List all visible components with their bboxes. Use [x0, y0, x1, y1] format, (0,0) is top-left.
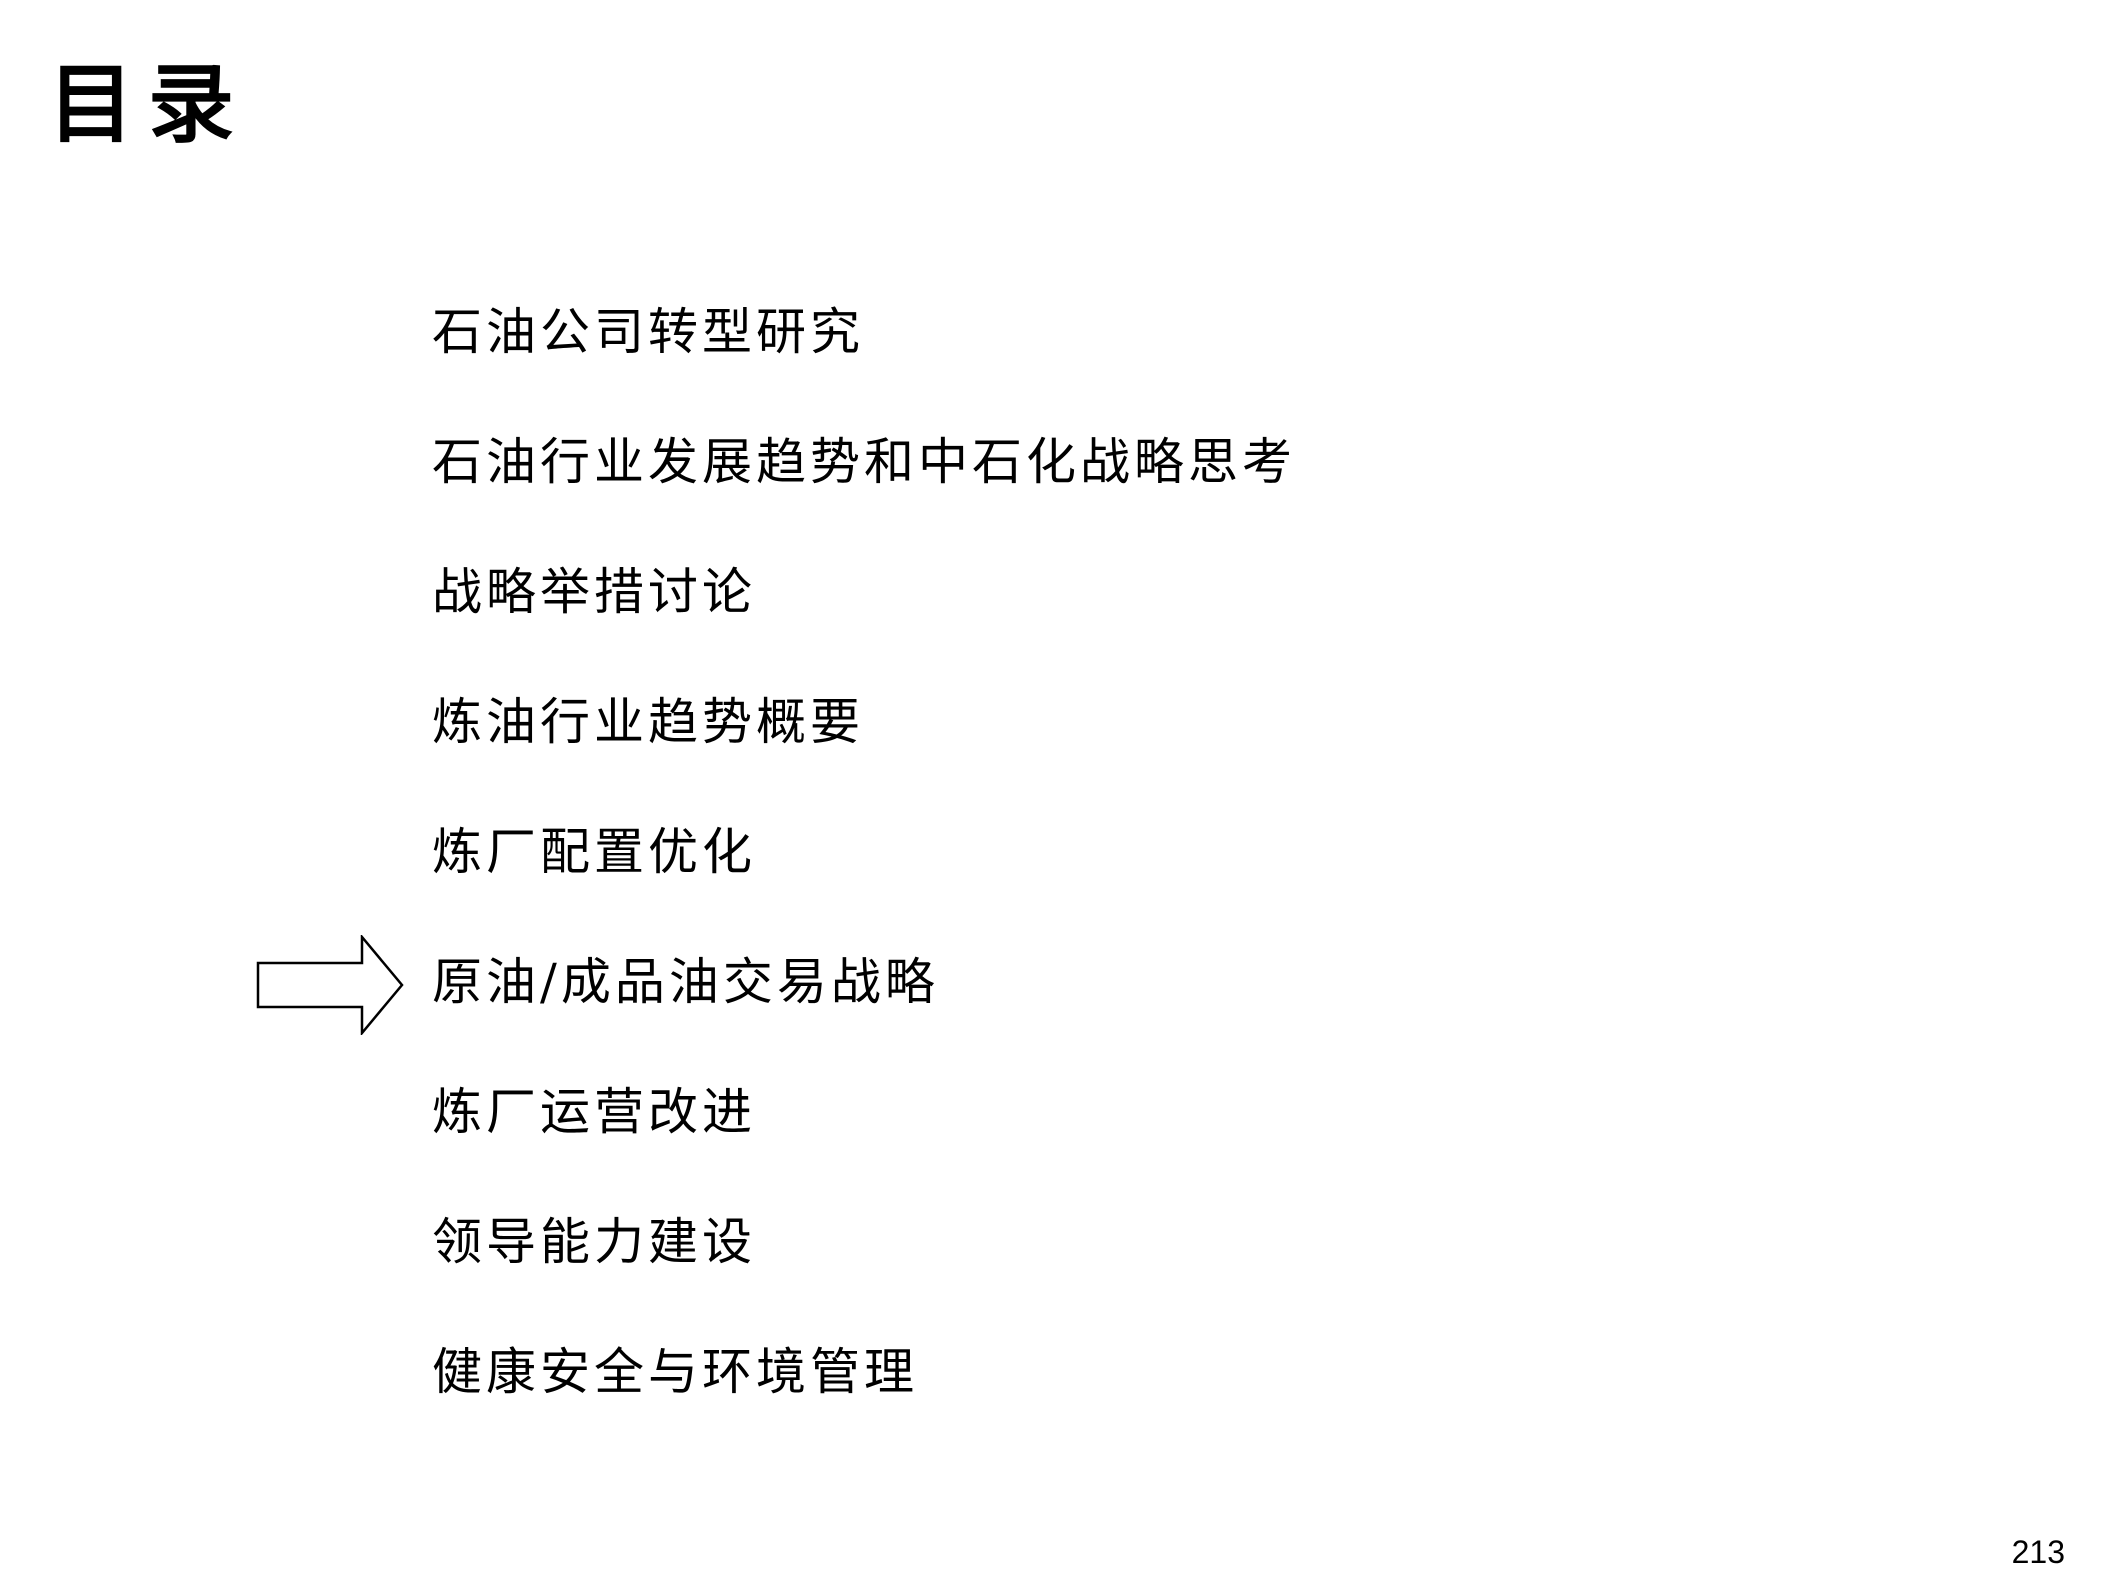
- toc-item-9[interactable]: 健康安全与环境管理: [432, 1343, 918, 1401]
- toc-item-8[interactable]: 领导能力建设: [432, 1213, 756, 1271]
- toc-item-1[interactable]: 石油公司转型研究: [432, 303, 864, 361]
- toc-item-5[interactable]: 炼厂配置优化: [432, 823, 756, 881]
- page-number: 213: [2011, 1534, 2065, 1570]
- arrow-right-outline-icon: [256, 935, 404, 1035]
- toc-list: 石油公司转型研究 石油行业发展趋势和中石化战略思考 战略举措讨论 炼油行业趋势概…: [432, 300, 1296, 1470]
- toc-item-7[interactable]: 炼厂运营改进: [432, 1083, 756, 1141]
- toc-item-4[interactable]: 炼油行业趋势概要: [432, 693, 864, 751]
- toc-item-6-current[interactable]: 原油/成品油交易战略: [432, 953, 939, 1011]
- toc-item-3[interactable]: 战略举措讨论: [432, 563, 756, 621]
- page-title: 目录: [48, 54, 248, 155]
- toc-item-2[interactable]: 石油行业发展趋势和中石化战略思考: [432, 433, 1296, 491]
